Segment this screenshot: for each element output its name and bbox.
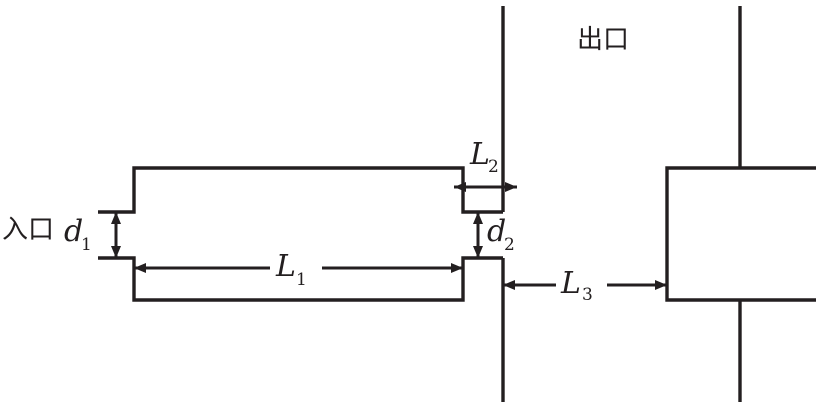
d2-label-var: d [487, 214, 506, 249]
L2-label: L 2 [469, 137, 499, 177]
d2-label: d 2 [487, 214, 515, 255]
L2-label-sub: 2 [488, 157, 499, 177]
L3-label-var: L [560, 266, 581, 301]
L1-label-sub: 1 [296, 270, 307, 290]
right-block [665, 166, 816, 302]
d1-label-sub: 1 [81, 235, 92, 255]
cavity-upper-outline [98, 166, 503, 214]
d1-label-var: d [64, 214, 83, 249]
L1-label: L 1 [275, 249, 307, 290]
L3-label-sub: 3 [582, 285, 593, 305]
L2-label-var: L [469, 137, 490, 172]
outlet-label: 出口 [577, 25, 629, 55]
L3-label: L 3 [560, 266, 593, 305]
inlet-label: 入口 [2, 215, 54, 245]
L1-label-var: L [275, 249, 296, 284]
cavity-lower-outline [98, 256, 503, 302]
d1-label: d 1 [64, 214, 92, 255]
d2-label-sub: 2 [504, 235, 515, 255]
